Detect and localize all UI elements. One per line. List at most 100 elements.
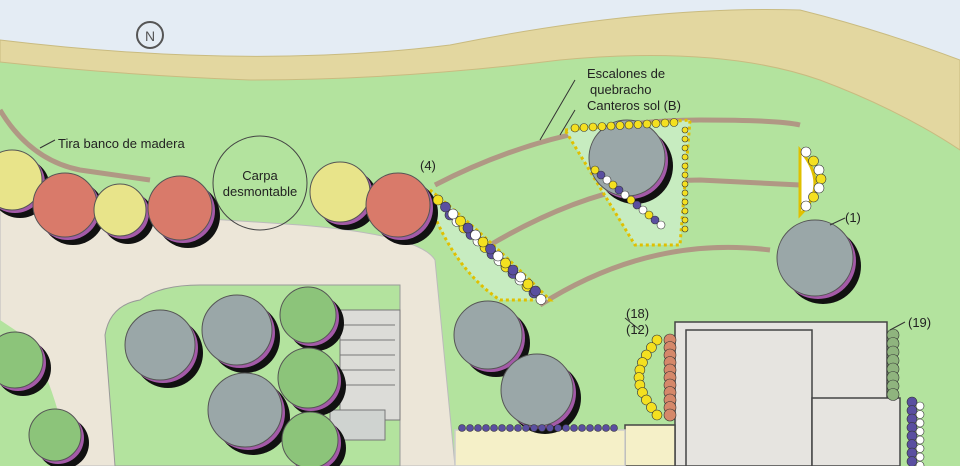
leader-lines (39, 79, 906, 331)
plant-dot (610, 424, 618, 432)
plant-dot (681, 189, 689, 197)
plant-dot (477, 236, 489, 248)
tent-circle (212, 135, 308, 231)
plant-dot (432, 194, 444, 206)
plant-dot (915, 444, 925, 453)
plant-dot (646, 342, 657, 353)
plant-dot (681, 135, 689, 143)
plant-dot (490, 424, 498, 432)
tree (93, 183, 154, 244)
plant-dot (915, 418, 925, 428)
label-tent-1: Carpa (242, 168, 278, 183)
label-beds: Canteros sol (B) (587, 98, 681, 113)
plant-dot (681, 180, 689, 188)
plant-dot (530, 424, 538, 432)
plant-dot (615, 121, 625, 130)
plant-dot (522, 424, 530, 432)
plant-dot (808, 191, 819, 203)
label-steps-1: Escalones de (587, 66, 665, 81)
tree (32, 172, 105, 245)
plant-dot (466, 424, 474, 432)
plant-dot (624, 120, 634, 130)
tree (201, 294, 280, 373)
plant-dot (570, 123, 580, 133)
building (454, 321, 901, 466)
plant-dot (815, 173, 827, 185)
plant-dot (597, 122, 607, 131)
sand-path (0, 8, 960, 151)
plant-dot (507, 264, 519, 276)
plant-dot (906, 456, 918, 466)
parking-stalls (329, 309, 401, 441)
label-steps-2: quebracho (590, 82, 651, 97)
plant-dot (506, 424, 514, 432)
plant-dot (546, 424, 554, 432)
plant-dot (632, 200, 642, 210)
plant-dot (596, 170, 606, 180)
plant-dot (644, 210, 654, 220)
plant-dot (474, 424, 482, 432)
plant-dot (462, 222, 474, 234)
plant-dot (656, 220, 666, 230)
plant-dot (642, 119, 652, 129)
tree (277, 347, 346, 416)
plant-dot (522, 278, 534, 290)
plant-dot (500, 257, 511, 269)
plant-dot (482, 424, 490, 432)
label-ref-4: (4) (420, 158, 436, 173)
plant-dot (650, 215, 660, 225)
plant-dot (681, 225, 689, 233)
plant-dot (915, 410, 925, 419)
plant-dot (681, 207, 689, 215)
plant-dot (602, 424, 610, 432)
label-ref-1: (1) (845, 210, 861, 225)
plant-dot (514, 424, 522, 432)
plant-dot (470, 229, 481, 241)
plant-dot (614, 185, 624, 195)
tree (500, 353, 581, 434)
label-ref-18: (18) (626, 306, 649, 321)
plant-dot (681, 126, 689, 134)
plant-dot (626, 195, 636, 205)
plant-dot (813, 182, 825, 194)
plant-dot (800, 200, 812, 212)
plant-dot (651, 119, 661, 128)
plant-dot (578, 424, 586, 432)
plant-dot (651, 334, 663, 346)
tree (0, 331, 51, 396)
plant-dot (620, 190, 630, 200)
tree (28, 408, 89, 466)
tree (124, 309, 203, 388)
plant-dot (651, 409, 663, 421)
plant-dot (602, 175, 612, 185)
plant-dot (641, 394, 652, 406)
plant-dot (538, 424, 546, 432)
plant-dot (590, 165, 600, 175)
plant-dot (633, 120, 643, 129)
plant-dot (646, 402, 657, 413)
plant-dot (570, 424, 578, 432)
plant-dot (915, 427, 925, 436)
plant-dot (594, 424, 602, 432)
plant-dot (808, 155, 819, 167)
tree (309, 161, 378, 230)
plant-dot (681, 144, 689, 152)
plant-dot (663, 408, 677, 422)
plant-dot (660, 118, 670, 128)
plant-dot (638, 205, 648, 215)
tree (776, 219, 861, 304)
plant-dot (562, 424, 570, 432)
plant-dot (554, 424, 562, 432)
svg-text:N: N (145, 28, 155, 44)
plant-dot (606, 121, 616, 131)
label-ref-19: (19) (908, 315, 931, 330)
plant-dot (458, 424, 466, 432)
tree (453, 300, 530, 377)
plant-dot (669, 118, 679, 127)
tree (365, 172, 438, 245)
plant-dot (498, 424, 506, 432)
plant-dot (579, 123, 589, 132)
plant-dot (681, 198, 689, 206)
label-ref-12: (12) (626, 322, 649, 337)
plant-dot (915, 435, 925, 445)
